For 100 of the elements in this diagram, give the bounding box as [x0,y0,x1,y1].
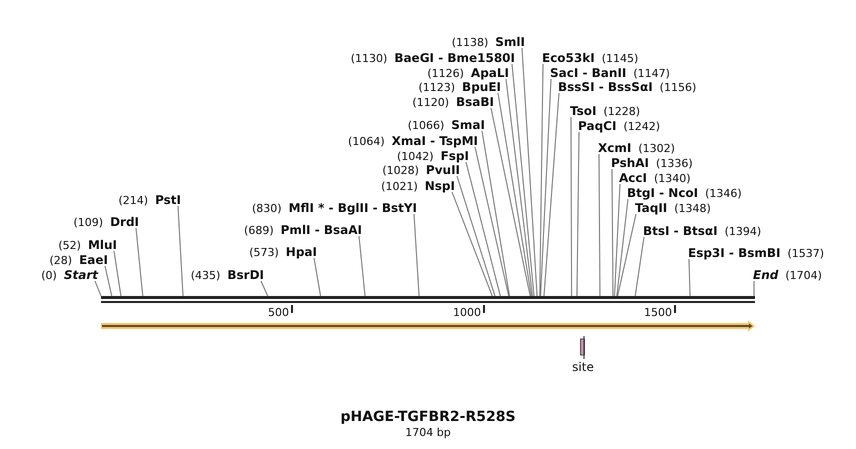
enzyme-name: XmaI - TspMI [392,134,478,148]
cut-position: (1066) [408,119,444,132]
cut-position: (830) [252,202,282,215]
cut-position: (1130) [350,52,388,65]
enzyme-name: ApaLI [470,66,509,80]
cut-site-line [576,132,580,296]
map-caption: 1704 bp [404,426,452,439]
enzyme-name: SmaI [451,118,485,132]
cut-site-line [490,108,531,296]
enzyme-name: PaqCI [578,119,616,133]
scale-label: 500 [268,306,289,319]
enzyme-name: HpaI [286,245,317,259]
enzyme-name: FspI [440,149,469,163]
cut-site-line [540,78,552,296]
cut-position: (214) [118,194,148,207]
enzyme-name: SacI - BanII [550,66,626,80]
cut-site-line [482,130,510,296]
cut-position: (1537) [787,247,824,260]
sequence-bar [101,296,755,303]
cut-position: (1064) [348,135,385,148]
cut-site-line [474,146,510,296]
feature-label: site [571,360,595,374]
cut-site-line [136,228,144,296]
enzyme-name: TaqII [635,201,668,215]
cut-site-line [544,92,560,296]
cut-site-line [466,162,501,296]
enzyme-name: NspI [424,179,455,193]
enzyme-name: BsrDI [227,268,264,282]
cut-site-line [616,198,628,296]
cut-position: (1028) [382,164,419,177]
cut-position: (52) [58,239,81,252]
cut-site-line [634,236,644,296]
enzyme-name: PmlI - BsaAI [280,223,362,237]
cut-site-line [114,250,122,296]
cut-position: (1394) [724,225,762,238]
cut-position: (0) [41,269,57,282]
enzyme-name: TsoI [570,104,596,118]
cut-position: (109) [73,216,104,229]
cut-site-line [570,116,572,296]
enzyme-name: MflI * - BglII - BstYI [288,201,417,215]
enzyme-name: BsaBI [456,95,494,109]
cut-site-line [506,78,533,296]
enzyme-name: Esp3I - BsmBI [688,246,780,260]
cut-site-line [414,214,420,296]
cut-position: (1242) [623,120,660,133]
enzyme-name: Eco53kI [542,51,595,65]
enzyme-name: BssSI - BssSαI [558,80,653,94]
enzyme-name: AccI [619,171,647,185]
cut-position: (1348) [674,202,711,215]
cut-position: (1123) [418,81,456,94]
enzyme-name: PvuII [426,163,460,177]
cut-position: (1336) [656,157,693,170]
cut-position: (1147) [633,67,670,80]
cut-site-line [614,184,620,296]
cut-position: (1145) [602,52,638,65]
cut-site-line [452,192,493,296]
cut-position: (1346) [705,187,742,200]
cut-position: (1704) [785,269,822,282]
cut-site-line [94,280,102,296]
enzyme-name: PstI [155,193,181,207]
cut-site-line [314,258,322,296]
sequence-end-label: Start [64,268,98,282]
cut-position: (1021) [381,180,418,193]
cut-position: (689) [244,224,274,237]
cut-site-line [498,92,532,296]
cut-position: (1120) [412,96,449,109]
cut-position: (1156) [660,81,696,94]
cut-site-line [539,64,544,296]
cut-position: (28) [50,254,72,267]
cut-position: (1340) [654,172,691,185]
cut-site-line [260,280,268,296]
cut-position: (1042) [397,150,434,163]
cut-site-line [512,64,535,296]
sequence-end-label: End [753,268,778,282]
cut-position: (435) [190,269,220,282]
enzyme-name: PshAI [611,156,650,170]
map-title: pHAGE-TGFBR2-R528S [339,409,517,425]
scale-label: 1500 [644,306,672,319]
cut-site-line [104,266,112,296]
enzyme-name: EaeI [79,253,108,267]
cut-site-line [617,214,636,296]
enzyme-name: BtgI - NcoI [627,186,698,200]
cut-site-line [358,236,366,296]
enzyme-name: SmlI [495,35,525,49]
scale-label: 1000 [453,306,481,319]
cut-position: (1126) [427,67,464,80]
cut-site-line [178,206,184,296]
cut-site-line [612,168,614,296]
cut-position: (573) [249,246,279,259]
cut-position: (1138) [452,36,488,49]
cut-position: (1302) [638,142,675,155]
cut-site-line [522,48,538,296]
enzyme-name: DrdI [110,215,139,229]
cut-position: (1228) [603,105,640,118]
enzyme-name: BtsI - BtsαI [643,224,718,238]
enzyme-name: BpuEI [462,80,501,94]
cut-site-line [456,176,496,296]
enzyme-name: BaeGI - Bme1580I [394,51,515,65]
enzyme-name: MluI [88,238,117,252]
enzyme-name: XcmI [598,141,632,155]
